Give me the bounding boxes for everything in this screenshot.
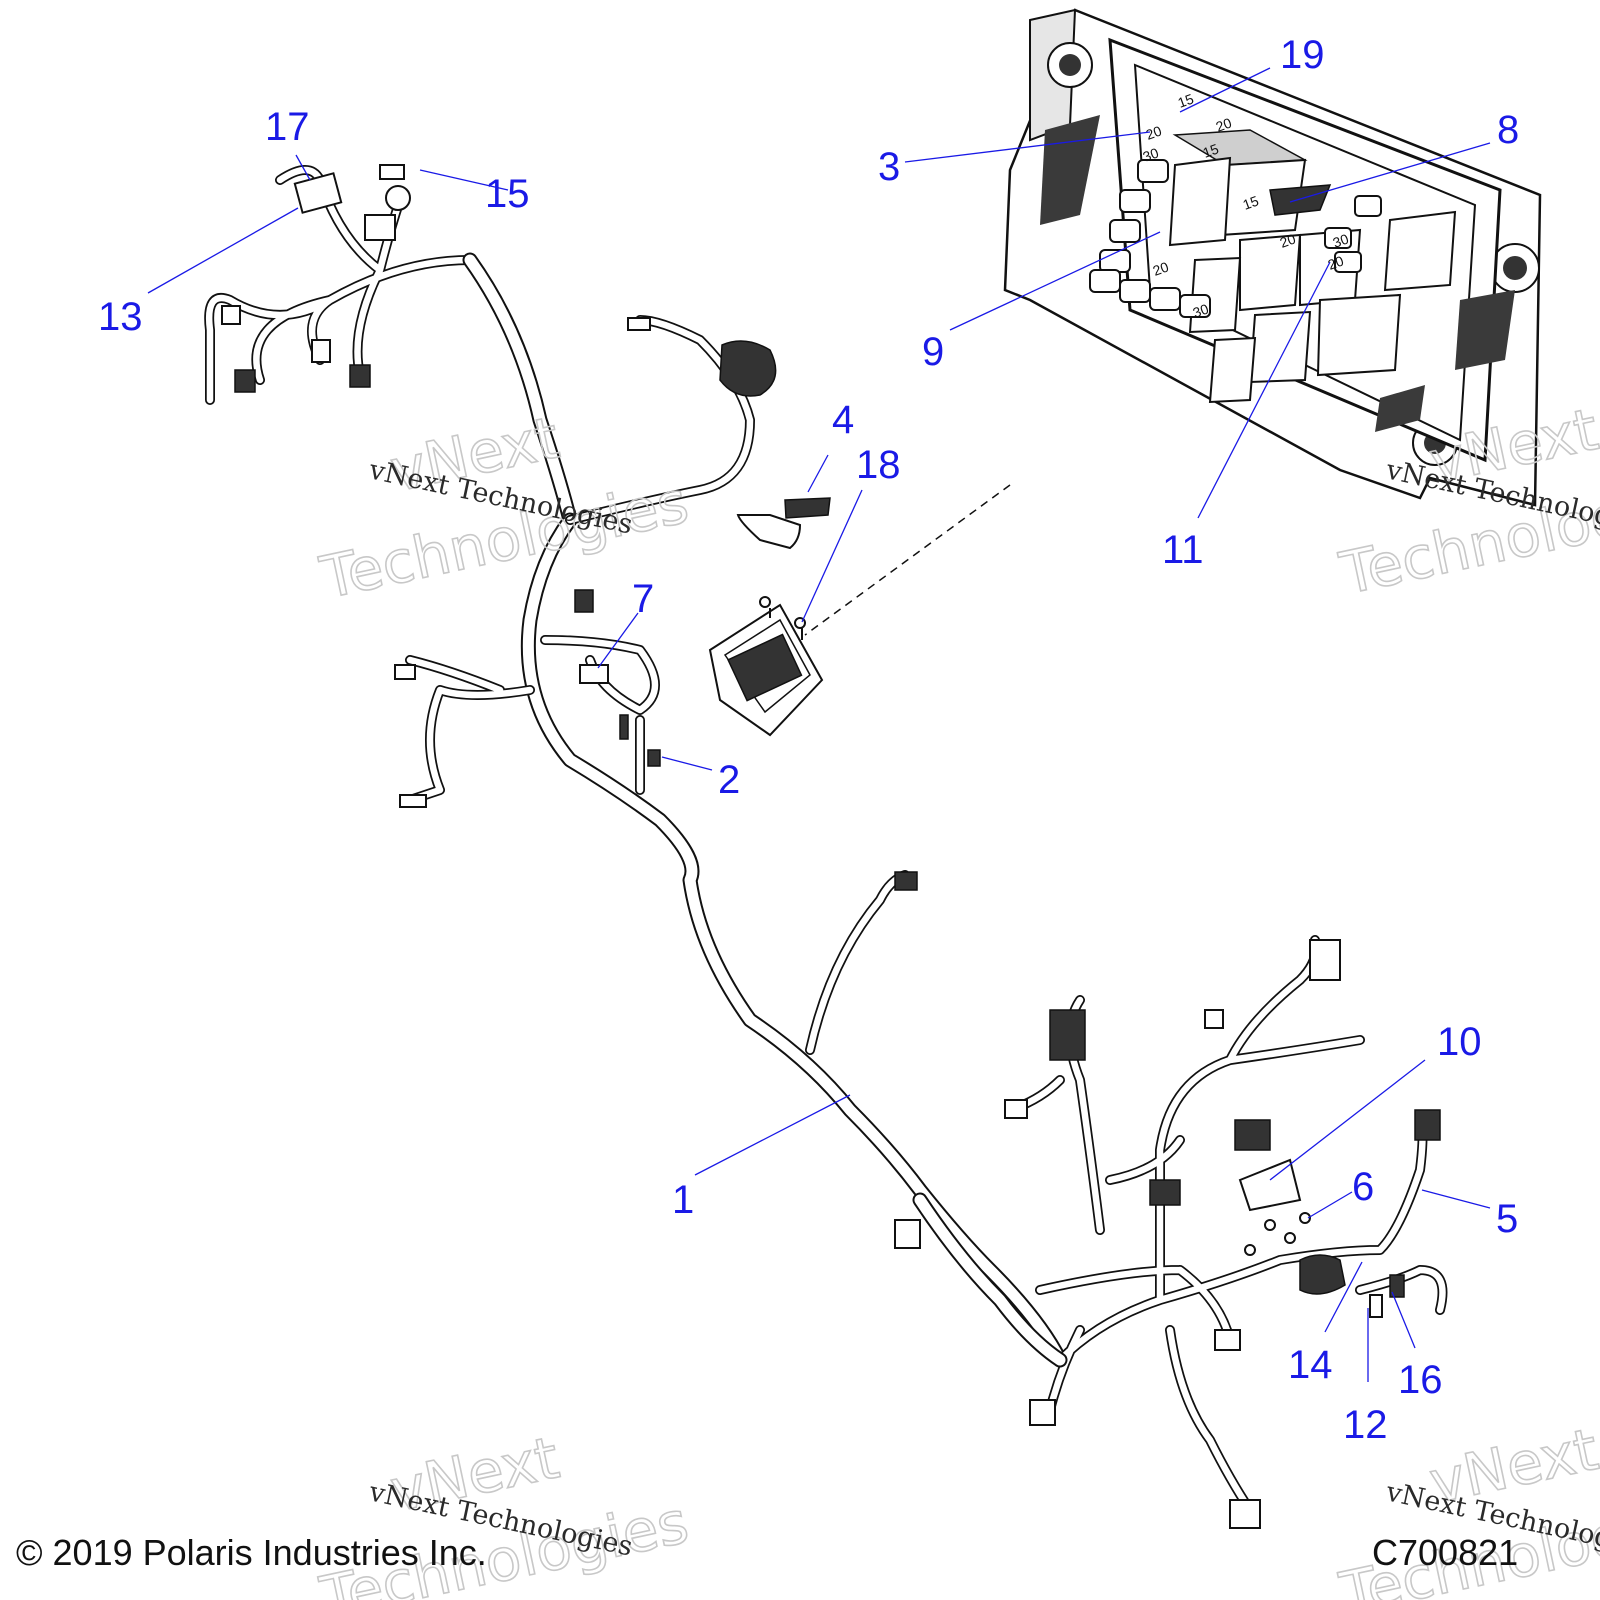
callout-5[interactable]: 5 bbox=[1496, 1197, 1518, 1241]
leader-8 bbox=[1289, 142, 1491, 203]
leader-18 bbox=[801, 489, 863, 623]
leader-7 bbox=[597, 612, 639, 669]
fuse-rating: 15 bbox=[1201, 140, 1221, 160]
callout-6[interactable]: 6 bbox=[1352, 1165, 1374, 1209]
fuse-rating: 30 bbox=[1191, 300, 1211, 320]
callout-1[interactable]: 1 bbox=[672, 1178, 694, 1222]
leader-13 bbox=[147, 207, 299, 294]
fuse-box-explode-line bbox=[804, 484, 1011, 636]
fuse-rating: 30 bbox=[1141, 144, 1161, 164]
leader-16 bbox=[1391, 1291, 1416, 1349]
main-harness bbox=[394, 315, 1068, 1368]
callout-8[interactable]: 8 bbox=[1497, 108, 1519, 152]
leader-3 bbox=[904, 131, 1151, 163]
leader-10 bbox=[1269, 1059, 1426, 1181]
leader-17 bbox=[295, 154, 311, 181]
leader-19 bbox=[1179, 67, 1271, 113]
fuse-rating: 15 bbox=[1176, 90, 1196, 110]
fuse-rating: 15 bbox=[1241, 192, 1261, 212]
fuse-rating: 30 bbox=[1331, 230, 1351, 250]
fuse-relay-blocks bbox=[1168, 129, 1457, 404]
callout-16[interactable]: 16 bbox=[1398, 1358, 1443, 1402]
leader-1 bbox=[694, 1094, 851, 1176]
fuse-rating: 20 bbox=[1151, 258, 1171, 278]
leader-9 bbox=[949, 231, 1161, 331]
fuse-slots bbox=[1089, 159, 1382, 318]
harness-upper-left bbox=[204, 164, 578, 528]
callout-11[interactable]: 11 bbox=[1162, 528, 1204, 572]
callout-14[interactable]: 14 bbox=[1288, 1343, 1333, 1387]
callout-2[interactable]: 2 bbox=[718, 758, 740, 802]
callout-10[interactable]: 10 bbox=[1437, 1020, 1482, 1064]
harness-lower-right bbox=[894, 935, 1448, 1529]
leader-11 bbox=[1197, 261, 1331, 519]
callout-numbers: 1 2 3 4 5 6 7 8 9 10 11 12 13 14 15 16 1… bbox=[98, 33, 1519, 1447]
copyright-notice: © 2019 Polaris Industries Inc. bbox=[16, 1532, 487, 1573]
fuse-rating: 20 bbox=[1326, 252, 1346, 272]
callout-13[interactable]: 13 bbox=[98, 295, 143, 339]
callout-4[interactable]: 4 bbox=[832, 398, 854, 442]
leader-4 bbox=[807, 454, 829, 493]
fuse-ratings: 15 20 30 20 15 15 20 30 20 20 30 bbox=[1141, 90, 1351, 320]
leader-14 bbox=[1324, 1261, 1363, 1333]
diagram-code: C700821 bbox=[1372, 1532, 1519, 1573]
callout-19[interactable]: 19 bbox=[1280, 33, 1325, 77]
fuse-rating: 20 bbox=[1214, 114, 1234, 134]
leader-5 bbox=[1421, 1189, 1491, 1209]
leader-15 bbox=[419, 169, 509, 191]
callout-17[interactable]: 17 bbox=[265, 105, 310, 149]
leader-6 bbox=[1307, 1191, 1353, 1219]
callout-18[interactable]: 18 bbox=[856, 443, 901, 487]
callout-9[interactable]: 9 bbox=[922, 330, 944, 374]
callout-3[interactable]: 3 bbox=[878, 145, 900, 189]
callout-12[interactable]: 12 bbox=[1343, 1403, 1388, 1447]
callout-7[interactable]: 7 bbox=[632, 577, 654, 621]
callout-15[interactable]: 15 bbox=[485, 172, 530, 216]
fuse-rating: 20 bbox=[1278, 230, 1298, 250]
fuse-rating: 20 bbox=[1144, 122, 1164, 142]
leader-lines bbox=[147, 67, 1491, 1382]
watermarks: vNext Technologies vNext Technologies vN… bbox=[314, 394, 1600, 1600]
fuse-box-assembly bbox=[708, 497, 831, 737]
leader-2 bbox=[661, 756, 713, 771]
